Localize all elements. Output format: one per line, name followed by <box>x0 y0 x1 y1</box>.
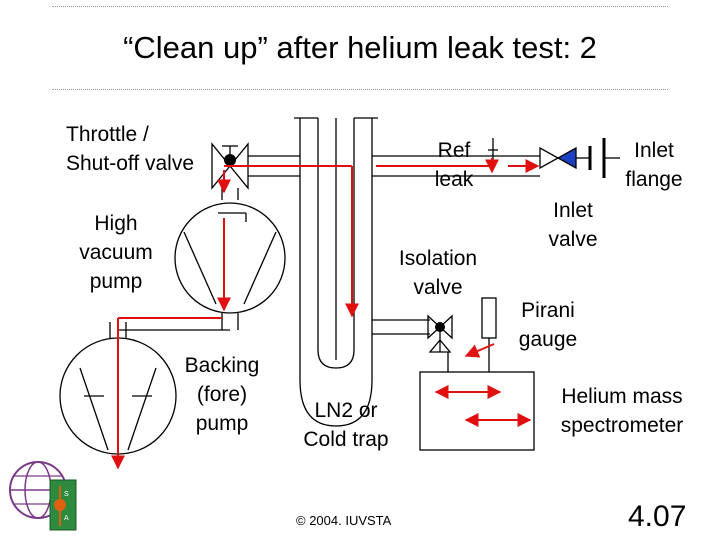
high-vacuum-pump <box>118 188 286 331</box>
svg-text:A: A <box>64 515 69 522</box>
spectrometer-box <box>419 371 535 451</box>
label-line: Inlet <box>634 139 674 162</box>
label-line: pump <box>195 412 249 435</box>
backing-pump-label: Backing (fore) pump <box>172 351 272 438</box>
title-divider <box>52 89 668 90</box>
inlet-valve-label: Inlet valve <box>538 196 608 254</box>
slide-number: 4.07 <box>628 500 687 533</box>
label-line: Pirani <box>521 299 575 322</box>
label-line: vacuum <box>79 241 153 264</box>
label-line: valve <box>413 276 463 299</box>
high-vacuum-pump-label: High vacuum pump <box>66 209 166 296</box>
label-line: valve <box>548 228 598 251</box>
flow-path <box>111 158 540 470</box>
label-line: leak <box>434 168 474 191</box>
label-line: Backing <box>184 354 260 377</box>
label-line: spectrometer <box>560 414 684 437</box>
manifold-pipe <box>248 155 540 177</box>
label-line: Shut-off valve <box>66 152 195 175</box>
label-line: Cold trap <box>303 428 389 451</box>
ref-leak-label: Ref leak <box>428 136 480 194</box>
label-line: Ref <box>437 139 471 162</box>
label-line: Inlet <box>553 199 593 222</box>
cold-trap-label: LN2 or Cold trap <box>290 396 402 454</box>
mass-spectrometer-label: Helium mass spectrometer <box>546 382 698 440</box>
label-line: Throttle / <box>66 123 149 146</box>
inlet-flange-label: Inlet flange <box>618 136 690 194</box>
label-line: LN2 or <box>314 399 378 422</box>
label-line: Helium mass <box>561 385 683 408</box>
top-divider <box>52 6 668 7</box>
isolation-valve <box>427 314 453 372</box>
label-line: gauge <box>518 328 578 351</box>
svg-text:S: S <box>64 491 69 498</box>
label-line: pump <box>89 270 143 293</box>
throttle-valve <box>211 142 249 190</box>
slide-title: “Clean up” after helium leak test: 2 <box>123 30 597 65</box>
iuvsta-globe-logo: S A <box>9 461 77 531</box>
label-line: High <box>94 212 138 235</box>
label-line: (fore) <box>196 383 248 406</box>
throttle-valve-label: Throttle / Shut-off valve <box>66 120 194 178</box>
isolation-valve-label: Isolation valve <box>386 244 490 302</box>
copyright-notice: © 2004. IUVSTA <box>296 513 392 528</box>
label-line: flange <box>625 168 683 191</box>
pirani-gauge-label: Pirani gauge <box>508 296 588 354</box>
pirani-gauge <box>481 297 497 372</box>
label-line: Isolation <box>398 247 478 270</box>
inlet-valve <box>539 138 620 178</box>
